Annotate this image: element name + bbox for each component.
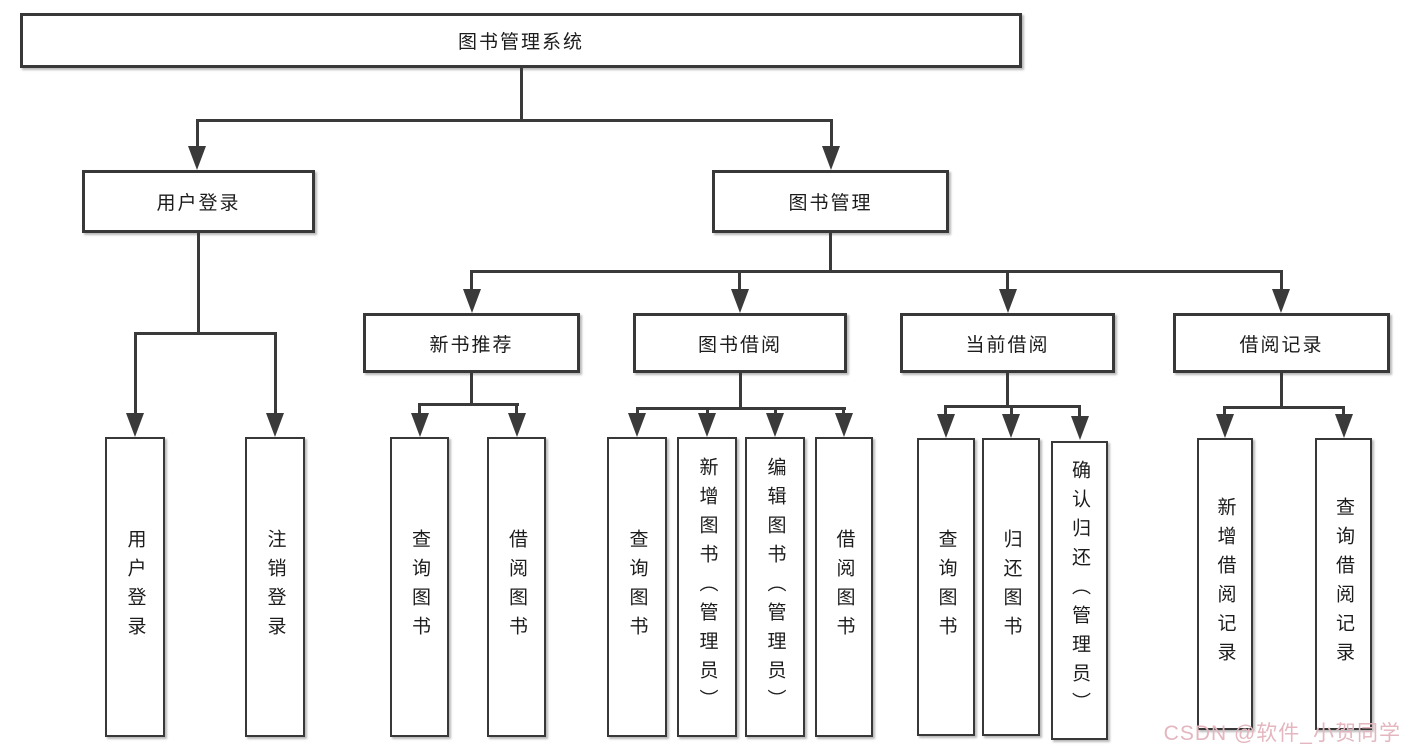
connector-vline xyxy=(738,270,741,292)
connector-vline xyxy=(829,233,832,273)
arrowhead-down-icon xyxy=(126,413,144,437)
node-book-mgmt: 图书管理 xyxy=(712,170,949,233)
connector-vline xyxy=(1223,406,1226,416)
arrowhead-down-icon xyxy=(463,289,481,313)
node-borrow-record: 借阅记录 xyxy=(1173,313,1390,373)
node-new-book-rec: 新书推荐 xyxy=(363,313,580,373)
arrowhead-down-icon xyxy=(1216,414,1234,438)
connector-vline xyxy=(739,373,742,409)
leaf-current-confirm-admin-label: 确认归还（管理员） xyxy=(1069,460,1090,721)
connector-hline xyxy=(636,407,846,410)
connector-vline xyxy=(515,403,518,415)
node-root-system: 图书管理系统 xyxy=(20,13,1022,68)
leaf-borrow-edit-admin: 编辑图书（管理员） xyxy=(745,437,805,737)
node-book-mgmt-label: 图书管理 xyxy=(788,193,873,214)
leaf-current-return-label: 归还图书 xyxy=(1000,529,1022,645)
leaf-borrow-edit-admin-label: 编辑图书（管理员） xyxy=(764,456,786,718)
arrowhead-down-icon xyxy=(937,414,955,438)
connector-vline xyxy=(1006,373,1009,408)
connector-vline xyxy=(774,407,777,417)
leaf-logout-label: 注销登录 xyxy=(264,529,286,645)
arrowhead-down-icon xyxy=(1071,416,1089,440)
connector-vline xyxy=(470,373,473,406)
connector-vline xyxy=(1078,405,1081,418)
connector-vline xyxy=(706,407,709,417)
leaf-borrow-query-label: 查询图书 xyxy=(626,529,648,645)
leaf-logout: 注销登录 xyxy=(245,437,305,737)
arrowhead-down-icon xyxy=(628,413,646,437)
connector-vline xyxy=(830,119,833,149)
leaf-newbook-query-label: 查询图书 xyxy=(409,529,430,645)
connector-vline xyxy=(636,407,639,417)
connector-hline xyxy=(196,119,833,122)
arrowhead-down-icon xyxy=(835,413,853,437)
connector-vline xyxy=(418,403,421,415)
connector-vline xyxy=(944,405,947,416)
connector-vline xyxy=(274,332,277,417)
node-current-borrow-label: 当前借阅 xyxy=(965,334,1050,356)
leaf-borrow-book-label: 借阅图书 xyxy=(833,529,855,645)
connector-vline xyxy=(1280,270,1283,292)
connector-vline xyxy=(196,119,199,149)
leaf-user-login: 用户登录 xyxy=(105,437,165,737)
leaf-record-query: 查询借阅记录 xyxy=(1315,438,1372,730)
watermark-text: CSDN @软件_小贺同学 xyxy=(1163,722,1401,745)
arrowhead-down-icon xyxy=(766,413,784,437)
node-borrow-record-label: 借阅记录 xyxy=(1239,334,1324,356)
arrowhead-down-icon xyxy=(411,413,429,437)
leaf-borrow-add-admin-label: 新增图书（管理员） xyxy=(696,456,718,718)
leaf-newbook-query: 查询图书 xyxy=(390,437,449,737)
arrowhead-down-icon xyxy=(508,413,526,437)
node-book-borrow-label: 图书借阅 xyxy=(697,334,782,356)
leaf-record-query-label: 查询借阅记录 xyxy=(1333,497,1354,671)
node-user-login: 用户登录 xyxy=(82,170,315,233)
leaf-current-query: 查询图书 xyxy=(917,438,975,736)
arrowhead-down-icon xyxy=(1335,414,1353,438)
leaf-record-add: 新增借阅记录 xyxy=(1197,438,1253,730)
arrowhead-down-icon xyxy=(822,146,840,170)
leaf-borrow-query: 查询图书 xyxy=(607,437,667,737)
arrowhead-down-icon xyxy=(698,413,716,437)
connector-vline xyxy=(520,68,523,120)
leaf-borrow-add-admin: 新增图书（管理员） xyxy=(677,437,737,737)
leaf-user-login-label: 用户登录 xyxy=(124,529,146,645)
arrowhead-down-icon xyxy=(999,289,1017,313)
leaf-record-add-label: 新增借阅记录 xyxy=(1214,497,1236,671)
arrowhead-down-icon xyxy=(266,413,284,437)
connector-hline xyxy=(134,332,277,335)
connector-vline xyxy=(197,233,200,333)
arrowhead-down-icon xyxy=(1002,414,1020,438)
connector-hline xyxy=(418,403,519,406)
arrowhead-down-icon xyxy=(188,146,206,170)
leaf-current-query-label: 查询图书 xyxy=(935,529,957,645)
node-book-borrow: 图书借阅 xyxy=(633,313,847,373)
node-new-book-rec-label: 新书推荐 xyxy=(429,334,514,356)
connector-hline xyxy=(1223,406,1345,409)
leaf-newbook-borrow: 借阅图书 xyxy=(487,437,546,737)
leaf-current-confirm-admin: 确认归还（管理员） xyxy=(1051,441,1108,740)
node-current-borrow: 当前借阅 xyxy=(900,313,1115,373)
connector-vline xyxy=(1006,270,1009,292)
connector-vline xyxy=(1010,405,1013,416)
arrowhead-down-icon xyxy=(731,289,749,313)
arrowhead-down-icon xyxy=(1272,289,1290,313)
connector-vline xyxy=(1342,406,1345,416)
connector-vline xyxy=(842,407,845,417)
connector-hline xyxy=(470,270,1283,273)
node-root-label: 图书管理系统 xyxy=(457,32,584,53)
connector-vline xyxy=(1280,373,1283,409)
connector-vline xyxy=(134,332,137,417)
connector-vline xyxy=(470,270,473,292)
leaf-newbook-borrow-label: 借阅图书 xyxy=(506,529,527,645)
leaf-current-return: 归还图书 xyxy=(982,438,1040,736)
node-user-login-label: 用户登录 xyxy=(156,193,241,214)
leaf-borrow-book: 借阅图书 xyxy=(815,437,873,737)
